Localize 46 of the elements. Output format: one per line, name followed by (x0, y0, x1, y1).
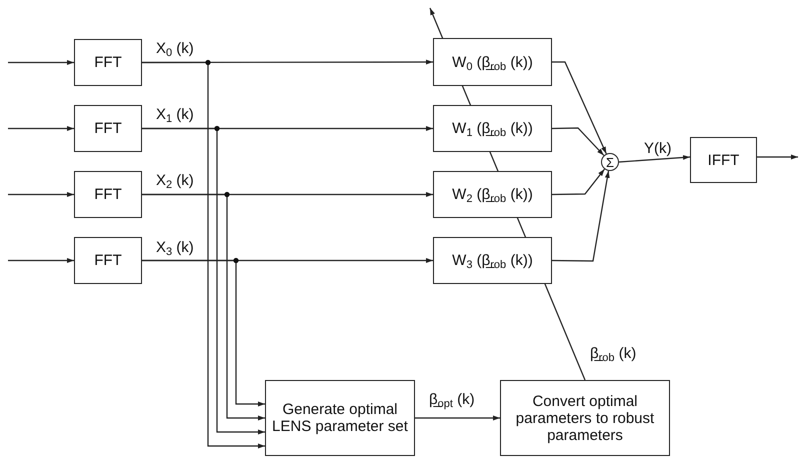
arrow (757, 154, 798, 160)
arrow (618, 155, 690, 163)
arrow (552, 61, 607, 154)
process-box (500, 380, 670, 456)
arrow (552, 170, 610, 262)
block-label: W$_{1}$ (β̲$_{rob}$ (k)) (452, 120, 533, 137)
process-box (74, 237, 142, 284)
arrow (415, 416, 500, 420)
block-label: IFFT (708, 152, 740, 168)
edge-label: X$_{0}$ (k) (155, 40, 195, 57)
process-box (265, 380, 415, 456)
edge-label: X$_{1}$ (k) (155, 106, 195, 123)
block-label: Convert optimal parameters to robust parameters (514, 392, 656, 444)
arrow (8, 258, 74, 263)
process-box (433, 38, 552, 86)
block-label: Generate optimal LENS parameter set (271, 401, 409, 435)
edge-label: X$_{2}$ (k) (155, 172, 195, 189)
edge-label: β̲$_{opt}$ (k) (428, 391, 476, 408)
process-box (433, 237, 552, 284)
block-label: W$_{2}$ (β̲$_{rob}$ (k)) (452, 186, 533, 203)
edge-label: X$_{3}$ (k) (155, 239, 195, 256)
edge-label: Y(k) (643, 140, 672, 157)
block-label: FFT (94, 120, 122, 137)
arrow (552, 127, 604, 156)
arrow (142, 128, 265, 434)
edge-label: β̲$_{rob}$ (k) (589, 345, 638, 362)
process-box (74, 105, 142, 152)
process-box (690, 137, 757, 183)
process-box (74, 171, 142, 218)
block-label: FFT (94, 252, 122, 269)
process-box (74, 39, 142, 86)
process-box (433, 171, 552, 218)
arrow (8, 126, 74, 131)
block-label: W$_{3}$ (β̲$_{rob}$ (k)) (452, 252, 533, 269)
arrow (8, 60, 74, 65)
summing-junction (601, 153, 619, 171)
arrow (552, 168, 605, 196)
block-label: W$_{0}$ (β̲$_{rob}$ (k)) (452, 54, 533, 70)
block-label: FFT (94, 186, 122, 203)
arrow (8, 192, 74, 197)
process-box (433, 105, 552, 152)
arrow (142, 260, 265, 406)
block-label: FFT (94, 54, 122, 71)
sum-symbol: Σ (606, 154, 614, 170)
arrow (142, 62, 265, 448)
arrow (142, 194, 265, 420)
